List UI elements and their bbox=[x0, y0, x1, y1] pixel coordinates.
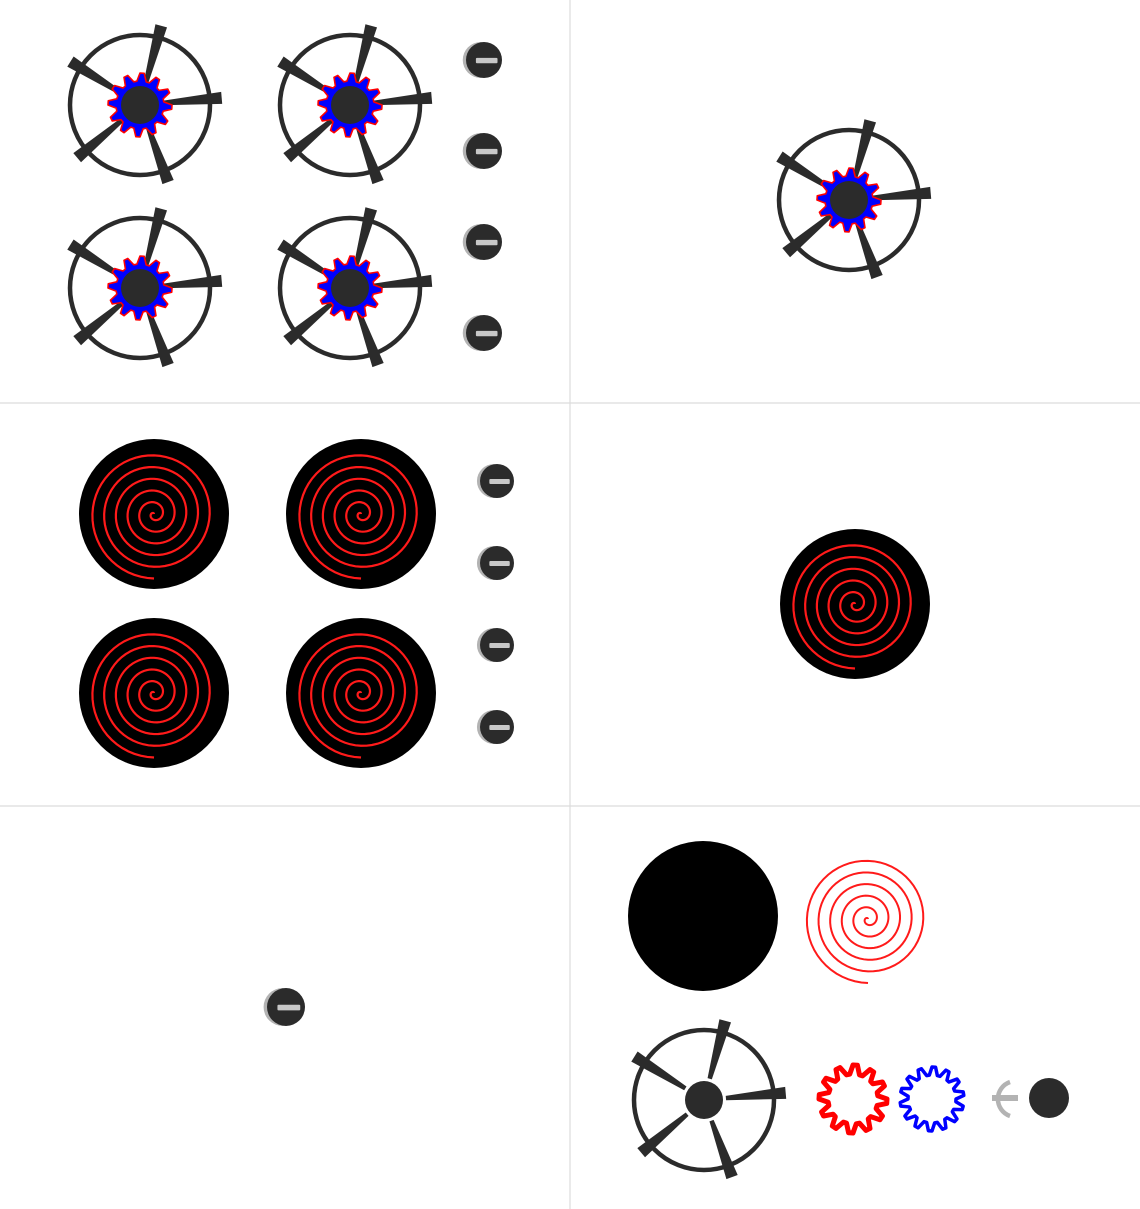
knob-indicator-icon bbox=[489, 724, 510, 731]
knob-indicator-icon bbox=[992, 1079, 1018, 1119]
burner-cap-icon bbox=[1029, 1078, 1069, 1118]
grate-spoke bbox=[637, 1112, 689, 1158]
grate-spoke bbox=[143, 24, 168, 85]
burner-grate-icon bbox=[277, 215, 423, 361]
heating-coil-icon bbox=[298, 633, 418, 759]
knob-indicator-icon bbox=[489, 642, 510, 649]
burner-cap-icon bbox=[685, 1081, 723, 1119]
grate-spoke bbox=[277, 56, 333, 96]
grate-spoke bbox=[73, 117, 125, 163]
control-knob-icon bbox=[462, 224, 502, 260]
knob-indicator-bar bbox=[992, 1095, 1018, 1101]
burner-cap-icon bbox=[121, 269, 159, 307]
burner-grate-icon bbox=[67, 32, 213, 178]
gas-burner-icon bbox=[776, 119, 932, 280]
grate-spoke bbox=[353, 24, 378, 85]
control-knob-icon bbox=[476, 628, 514, 662]
heating-coil-icon bbox=[805, 859, 925, 984]
burner-grate-icon bbox=[776, 127, 922, 273]
knob-indicator-icon bbox=[475, 330, 498, 337]
knob-indicator-icon bbox=[475, 148, 498, 155]
grate-spoke bbox=[776, 151, 832, 191]
control-knob-icon bbox=[462, 315, 502, 351]
burner-grate-icon bbox=[631, 1027, 777, 1173]
heating-coil-icon bbox=[91, 454, 211, 580]
grate-spoke bbox=[355, 307, 384, 368]
burner-cap-icon bbox=[121, 86, 159, 124]
heating-coil-icon bbox=[298, 454, 418, 580]
grate-spoke bbox=[371, 274, 433, 289]
grate-spoke bbox=[709, 1119, 738, 1180]
grate-spoke bbox=[707, 1019, 732, 1080]
grate-spoke bbox=[283, 300, 335, 346]
heating-coil-icon bbox=[91, 633, 211, 759]
gas-burner-icon bbox=[277, 207, 433, 368]
knob-indicator-icon bbox=[489, 560, 510, 567]
grate-spoke bbox=[67, 239, 123, 279]
gas-burner-icon bbox=[277, 24, 433, 185]
hotplate-icon bbox=[79, 439, 229, 589]
burner-cap-icon bbox=[331, 86, 369, 124]
gas-burner-icon bbox=[67, 207, 223, 368]
control-knob-icon bbox=[476, 710, 514, 744]
grate-spoke bbox=[631, 1051, 687, 1091]
grate-spoke bbox=[725, 1086, 787, 1101]
grate-spoke bbox=[870, 186, 932, 201]
grate-spoke bbox=[353, 207, 378, 268]
gas-burner-icon bbox=[631, 1019, 787, 1180]
knob-indicator-icon bbox=[475, 57, 498, 64]
grate-spoke bbox=[782, 212, 834, 258]
control-knob-icon bbox=[476, 546, 514, 580]
grate-spoke bbox=[283, 117, 335, 163]
grate-spoke bbox=[67, 56, 123, 96]
grate-spoke bbox=[145, 124, 174, 185]
flame-ring-icon bbox=[898, 1065, 966, 1133]
hotplate-icon bbox=[286, 439, 436, 589]
flame-ring-icon bbox=[816, 1062, 890, 1136]
burner-cap-icon bbox=[331, 269, 369, 307]
grate-spoke bbox=[161, 91, 223, 106]
grate-spoke bbox=[854, 219, 883, 280]
grate-spoke bbox=[161, 274, 223, 289]
burner-grate-icon bbox=[67, 215, 213, 361]
grate-spoke bbox=[143, 207, 168, 268]
control-knob-icon bbox=[263, 988, 305, 1026]
knob-indicator-icon bbox=[489, 478, 510, 485]
control-knob-icon bbox=[462, 133, 502, 169]
burner-grate-icon bbox=[277, 32, 423, 178]
grate-spoke bbox=[355, 124, 384, 185]
grate-spoke bbox=[852, 119, 877, 180]
grate-spoke bbox=[371, 91, 433, 106]
control-knob-icon bbox=[476, 464, 514, 498]
hotplate-icon bbox=[780, 529, 930, 679]
grate-spoke bbox=[277, 239, 333, 279]
hotplate-icon bbox=[286, 618, 436, 768]
knob-indicator-icon bbox=[277, 1004, 301, 1011]
knob-indicator-icon bbox=[475, 239, 498, 246]
control-knob-icon bbox=[462, 42, 502, 78]
burner-cap-icon bbox=[830, 181, 868, 219]
gas-burner-icon bbox=[67, 24, 223, 185]
hotplate-icon bbox=[79, 618, 229, 768]
grate-spoke bbox=[145, 307, 174, 368]
heating-coil-icon bbox=[792, 544, 912, 670]
grate-spoke bbox=[73, 300, 125, 346]
hotplate-icon bbox=[628, 841, 778, 991]
